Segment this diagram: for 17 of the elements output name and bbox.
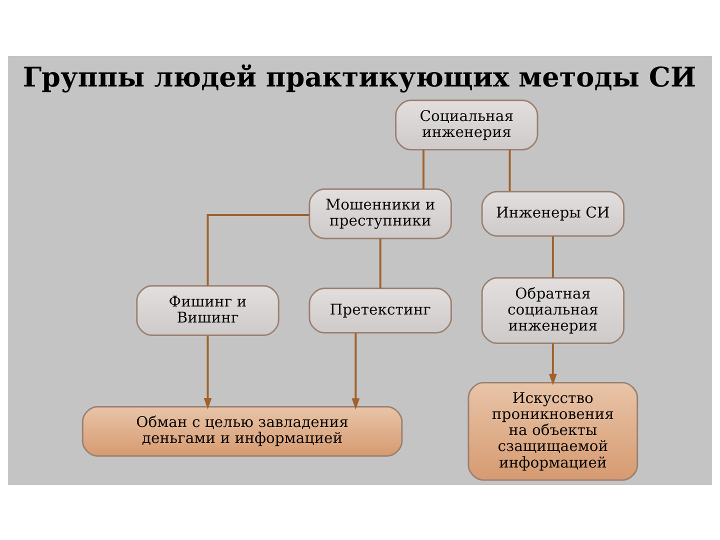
connector (508, 149, 511, 191)
node-box: Социальная инженерия (395, 99, 538, 150)
connector (422, 149, 424, 188)
connector (552, 236, 554, 278)
arrow (548, 342, 557, 385)
node-box: Фишинг и Вишинг (136, 284, 280, 336)
connector (379, 238, 382, 288)
node-box: Обратная социальная инженерия (481, 276, 625, 344)
diagram-title: Группы людей практикующих методы СИ (22, 62, 696, 93)
connector (206, 214, 310, 285)
node-box: Претекстинг (308, 287, 452, 333)
node-box: Обман с целью завладения деньгами и информацией (82, 405, 403, 456)
node-box: Мошенники и преступники (308, 188, 452, 239)
node-box: Инженеры СИ (481, 190, 625, 236)
node-box: Искусство проникновения на объекты сзащищаемой информацией (468, 381, 638, 480)
arrow (352, 332, 360, 410)
arrow (204, 335, 212, 409)
